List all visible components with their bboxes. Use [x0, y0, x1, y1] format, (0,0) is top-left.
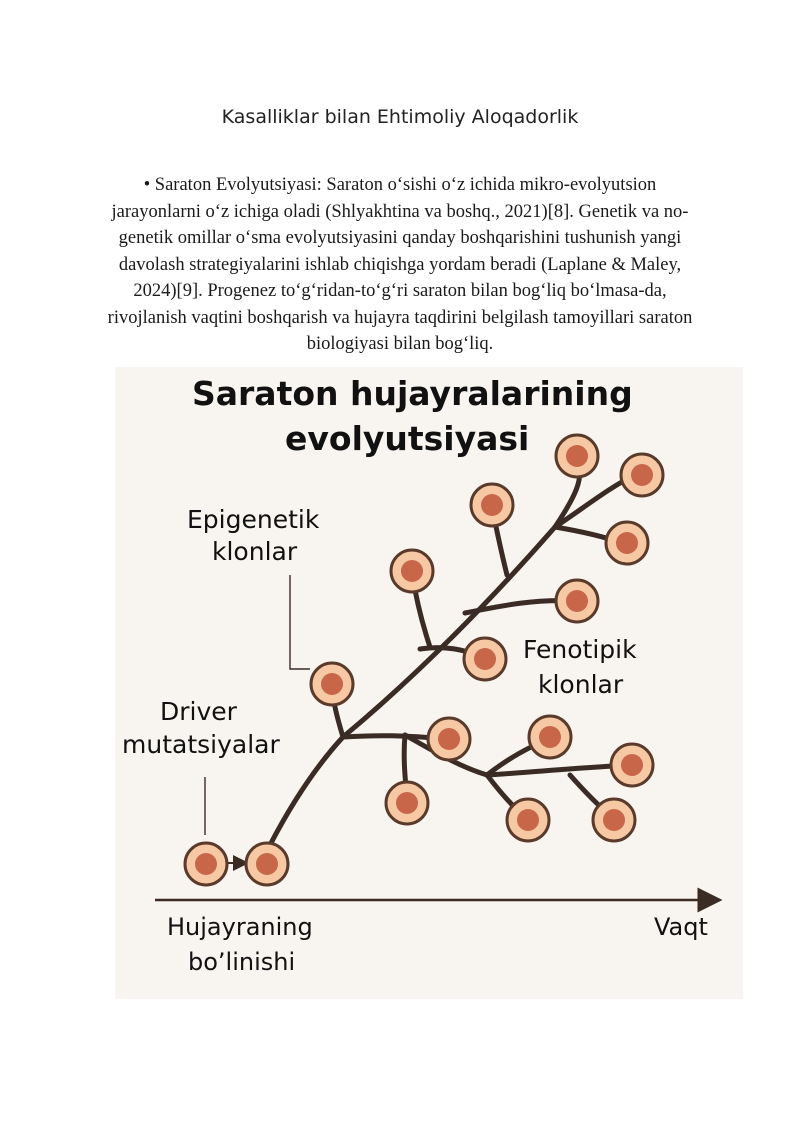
label-driver-line-1: Driver — [160, 697, 238, 726]
cell — [183, 841, 229, 887]
cell — [609, 742, 655, 788]
label-epigenetic-line-1: Epigenetik — [187, 505, 320, 534]
cell — [384, 780, 430, 826]
cell — [604, 520, 650, 566]
label-epigenetic-line-2: klonlar — [212, 537, 298, 566]
cell — [244, 841, 290, 887]
figure-title-line-2: evolyutsiyasi — [285, 419, 529, 458]
cell-group — [183, 433, 665, 887]
cell — [505, 797, 551, 843]
label-phenotypic-line-1: Fenotipik — [523, 635, 637, 664]
figure-illustration: Saraton hujayralarining evolyutsiyasi Ep… — [122, 374, 723, 976]
body-paragraph: • Saraton Evolyutsiyasi: Saraton oʻsishi… — [107, 175, 693, 354]
axis-left-line-2: bo’linishi — [188, 948, 295, 976]
section-heading: Kasalliklar bilan Ehtimoliy Aloqadorlik — [221, 106, 579, 128]
label-driver-line-2: mutatsiyalar — [122, 730, 280, 759]
cell — [554, 578, 600, 624]
axis-left-line-1: Hujayraning — [167, 913, 313, 941]
cell — [527, 714, 573, 760]
cell — [469, 482, 515, 528]
cell — [462, 636, 508, 682]
cell — [619, 452, 665, 498]
cell — [309, 661, 355, 707]
axis-right-label: Vaqt — [654, 913, 708, 941]
cancer-evolution-figure: Saraton hujayralarining evolyutsiyasi Ep… — [115, 367, 743, 999]
figure-title-line-1: Saraton hujayralarining — [192, 374, 633, 413]
cell — [389, 548, 435, 594]
label-phenotypic-line-2: klonlar — [538, 670, 624, 699]
cell — [554, 433, 600, 479]
cell — [426, 716, 472, 762]
cell — [591, 797, 637, 843]
epigenetic-leader-line — [289, 575, 310, 670]
